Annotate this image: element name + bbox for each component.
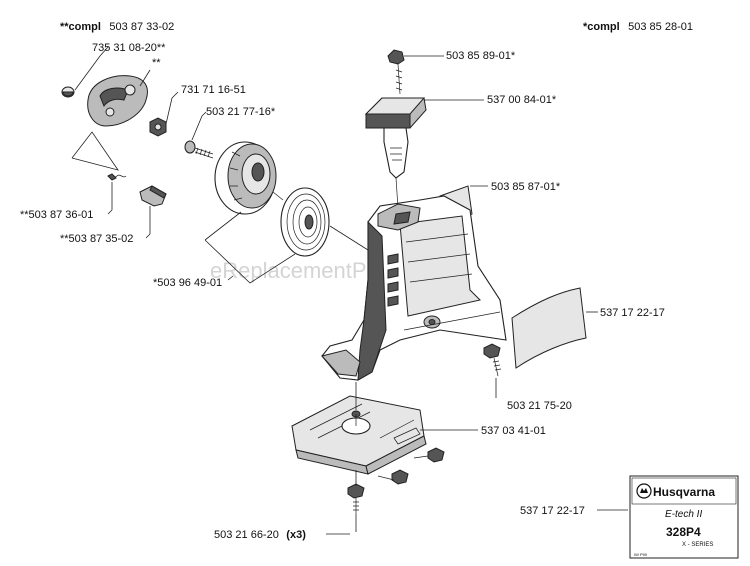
compl-prefix-right: *compl bbox=[583, 21, 620, 33]
label-537-0084: 537 00 84-01* bbox=[487, 94, 557, 106]
cable-adjuster-part bbox=[387, 49, 405, 95]
label-star2: ** bbox=[152, 57, 161, 69]
label-503-2175: 503 21 75-20 bbox=[507, 400, 572, 412]
label-503-8587: 503 85 87-01* bbox=[491, 181, 561, 193]
logo-code: IW P90 bbox=[634, 552, 648, 557]
compl-number-left: 503 87 33-02 bbox=[109, 21, 174, 33]
label-503-8736: **503 87 36-01 bbox=[20, 209, 93, 221]
pawl-spring-part bbox=[107, 173, 127, 181]
starter-pawl-cover-part bbox=[61, 75, 167, 137]
starter-housing-part bbox=[321, 185, 507, 381]
label-503-9649: *503 96 49-01 bbox=[153, 277, 222, 289]
screw-part-2175 bbox=[483, 343, 502, 377]
logo-model: 328P4 bbox=[666, 525, 701, 539]
compl-prefix-left: **compl bbox=[60, 21, 101, 33]
label-503-2166-number: 503 21 66-20 bbox=[214, 529, 279, 541]
plate-screw-b bbox=[377, 469, 409, 485]
pawl-part bbox=[139, 185, 167, 207]
label-537-1722-a: 537 17 22-17 bbox=[600, 307, 665, 319]
label-503-2177: 503 21 77-16* bbox=[206, 106, 276, 118]
logo-series: X - SERIES bbox=[682, 542, 713, 548]
compl-label-right: *compl 503 85 28-01 bbox=[583, 17, 693, 34]
handle-clamp-part bbox=[364, 97, 427, 209]
label-503-2166-qty: (x3) bbox=[286, 529, 306, 541]
label-731: 731 71 16-51 bbox=[181, 84, 246, 96]
crown-logo-icon bbox=[636, 483, 652, 499]
recoil-spring-part bbox=[272, 187, 330, 257]
leader-735 bbox=[74, 55, 101, 91]
label-503-2166: 503 21 66-20 (x3) bbox=[214, 525, 306, 542]
compl-label-left: **compl 503 87 33-02 bbox=[60, 17, 174, 34]
plate-screw-a bbox=[413, 447, 445, 463]
logo-brand: Husqvarna bbox=[653, 485, 715, 499]
decal-part bbox=[511, 287, 587, 369]
rope-pulley-part bbox=[214, 141, 277, 215]
compl-number-right: 503 85 28-01 bbox=[628, 21, 693, 33]
leader-spring-housing bbox=[329, 225, 369, 251]
label-735: 735 31 08-20** bbox=[92, 42, 166, 54]
screw-part-2177 bbox=[184, 140, 214, 159]
model-logo-decal: Husqvarna E-tech II 328P4 X - SERIES IW … bbox=[629, 475, 739, 559]
plate-screw-c bbox=[347, 483, 365, 514]
label-503-8589: 503 85 89-01* bbox=[446, 50, 516, 62]
label-503-8735: **503 87 35-02 bbox=[60, 233, 133, 245]
label-537-1722-b: 537 17 22-17 bbox=[520, 505, 585, 517]
bottom-plate-part bbox=[291, 395, 427, 475]
logo-sub: E-tech II bbox=[665, 509, 702, 520]
label-537-0341: 537 03 41-01 bbox=[481, 425, 546, 437]
